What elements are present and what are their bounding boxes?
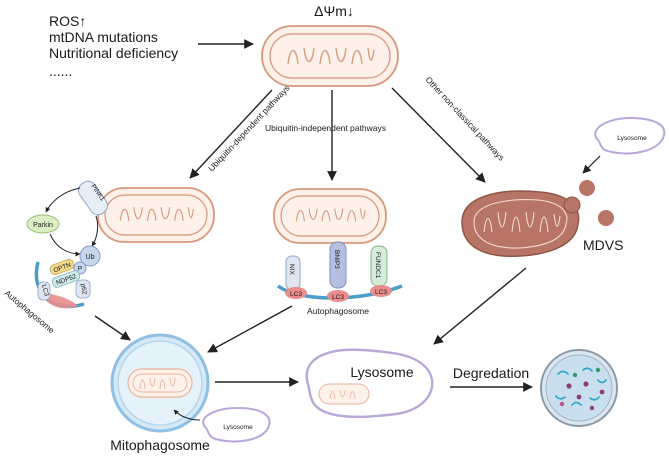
pink1-to-parkin-arrow — [45, 187, 81, 213]
left-mitochondrion — [97, 187, 215, 243]
pink1-to-ub-arrow — [91, 215, 99, 247]
mdv-to-lysosome-arrow — [433, 267, 527, 345]
lc3-nix: LC3 — [285, 287, 307, 299]
left-to-mitophagosome-arrow — [94, 315, 131, 341]
svg-text:p62: p62 — [79, 283, 88, 295]
lysosome-small-bottom: Lysosome — [202, 406, 271, 443]
lysosome-main — [305, 348, 434, 419]
mdv-vesicle-2 — [598, 210, 614, 226]
svg-text:P: P — [78, 266, 82, 273]
trigger-list: ROS↑ mtDNA mutations Nutritional deficie… — [49, 13, 178, 79]
top-mitochondrion — [261, 25, 399, 87]
svg-text:LC3: LC3 — [375, 289, 387, 296]
mitophagosome — [110, 333, 210, 433]
lc3-fundc1: LC3 — [370, 285, 392, 297]
degradation-label: Degredation — [453, 365, 529, 381]
mdvs-label: MDVS — [583, 237, 623, 253]
trigger-ros: ROS↑ — [49, 13, 86, 29]
mdv-mitochondrion — [461, 190, 581, 257]
trigger-nutrition: Nutritional deficiency — [49, 45, 178, 61]
svg-text:BNIP3: BNIP3 — [333, 250, 340, 269]
lysosome-to-mdv-arrow — [582, 155, 601, 174]
mdv-vesicle-1 — [579, 180, 595, 196]
middle-mitochondrion — [273, 188, 387, 244]
svg-text:Lysosome: Lysosome — [223, 424, 253, 431]
mitophagosome-label: Mitophagosome — [110, 437, 210, 453]
lysosome-main-label: Lysosome — [350, 364, 414, 380]
fundc1-protein: FUNDC1 — [370, 245, 388, 287]
non-classical-label: Other non-classical pathways — [424, 75, 507, 163]
ubiquitin-independent-label: Ubiquitin-independent pathways — [265, 123, 386, 133]
p62-protein: p62 — [75, 279, 91, 299]
trigger-ellipsis: ...... — [49, 63, 72, 79]
svg-text:Lysosome: Lysosome — [617, 135, 647, 142]
non-classical-arrow — [391, 87, 486, 183]
svg-text:LC3: LC3 — [290, 291, 302, 298]
svg-text:FUNDC1: FUNDC1 — [374, 252, 381, 279]
mid-to-mitophagosome-arrow — [207, 305, 293, 353]
trigger-mtdna: mtDNA mutations — [49, 29, 158, 45]
svg-text:LC3: LC3 — [332, 294, 344, 301]
svg-text:NIX: NIX — [288, 264, 295, 276]
lysosome-to-mitophagosome-arrow — [173, 409, 201, 421]
autophagosome-mid-label: Autophagosome — [307, 306, 369, 316]
lc3-bnip3: LC3 — [327, 290, 349, 302]
degradation-dish — [540, 349, 618, 427]
left-lc3: LC3 — [37, 281, 51, 301]
parkin-to-ub-arrow — [49, 233, 81, 257]
ub-bubble: Ub — [79, 245, 101, 267]
parkin-protein: Parkin — [26, 214, 60, 234]
ubiquitin-dependent-arrow — [189, 89, 273, 179]
svg-text:Parkin: Parkin — [33, 222, 53, 229]
bnip3-protein: BNIP3 — [329, 241, 347, 289]
nix-protein: NIX — [285, 255, 301, 291]
lysosome-small-top: Lysosome — [594, 116, 666, 155]
membrane-potential-label: ΔΨm↓ — [314, 3, 354, 19]
svg-text:LC3: LC3 — [40, 284, 50, 298]
svg-text:Ub: Ub — [86, 254, 95, 261]
